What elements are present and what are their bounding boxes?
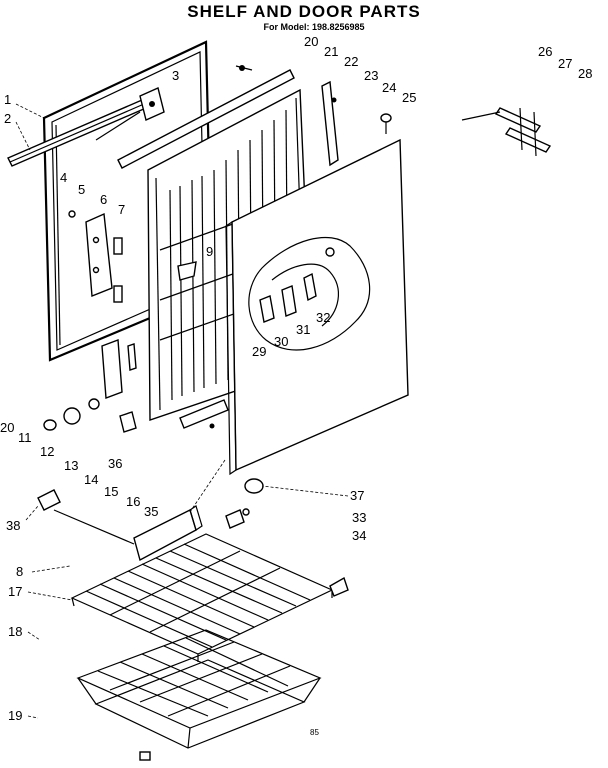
latch-bracket-parts [68,210,123,303]
top-hinge-bar [117,65,295,169]
callout-31: 31 [296,322,310,337]
callout-7: 7 [118,202,125,217]
callout-21: 21 [324,44,338,59]
top-bolt [380,113,392,134]
callout-3: 3 [172,68,179,83]
wire-shelf [70,533,334,662]
callout-15: 15 [104,484,118,499]
thermostat-knob-parts [43,339,137,433]
leader-lines [15,103,349,719]
door-stop-clip [177,261,197,281]
door-handle-parts [259,247,335,323]
callout-1: 1 [4,92,11,107]
callout-9: 9 [206,244,213,259]
callout-29: 29 [252,344,266,359]
callout-33: 33 [352,510,366,525]
callout-35: 35 [144,504,158,519]
outer-door-panel [225,138,409,476]
callout-12: 12 [40,444,54,459]
callout-34: 34 [352,528,366,543]
callout-14: 14 [84,472,98,487]
callout-11: 11 [18,430,32,445]
shelf-clip [225,508,250,529]
callout-16: 16 [126,494,140,509]
callout-18: 18 [8,624,22,639]
callout-labels: 1 2 3 4 5 6 7 8 9 20 20 21 22 23 24 25 2… [0,34,592,723]
callout-38: 38 [6,518,20,533]
basket-wires [97,637,291,717]
callout-22: 22 [344,54,358,69]
callout-4: 4 [60,170,67,185]
hinge-bracket [95,87,165,141]
callout-17: 17 [8,584,22,599]
callout-37: 37 [350,488,364,503]
model-number: For Model: 198.8256985 [263,22,365,32]
door-bottom-bracket [179,399,229,429]
hinge-pin-set [461,107,552,157]
callout-19: 19 [8,708,22,723]
callout-8: 8 [16,564,23,579]
callout-28: 28 [578,66,592,81]
callout-32: 32 [316,310,330,325]
callout-20-top: 20 [304,34,318,49]
callout-30: 30 [274,334,288,349]
callout-2: 2 [4,111,11,126]
vertical-hinge-strip [321,80,339,167]
callout-23: 23 [364,68,378,83]
callout-24: 24 [382,80,396,95]
callout-26: 26 [538,44,552,59]
gasket-piece [37,489,135,545]
callout-20-left: 20 [0,420,14,435]
callout-25: 25 [402,90,416,105]
basket-slide [139,751,151,761]
shelf-pin-right [329,576,349,597]
callout-5: 5 [78,182,85,197]
callout-36: 36 [108,456,122,471]
page-title: SHELF AND DOOR PARTS [187,2,421,21]
callout-27: 27 [558,56,572,71]
shelf-wires [85,543,311,648]
callout-6: 6 [100,192,107,207]
leveling-foot [244,478,264,494]
shelf-support-block [133,459,226,562]
page-footer-code: 85 [310,728,319,737]
wire-basket [76,629,322,749]
callout-13: 13 [64,458,78,473]
